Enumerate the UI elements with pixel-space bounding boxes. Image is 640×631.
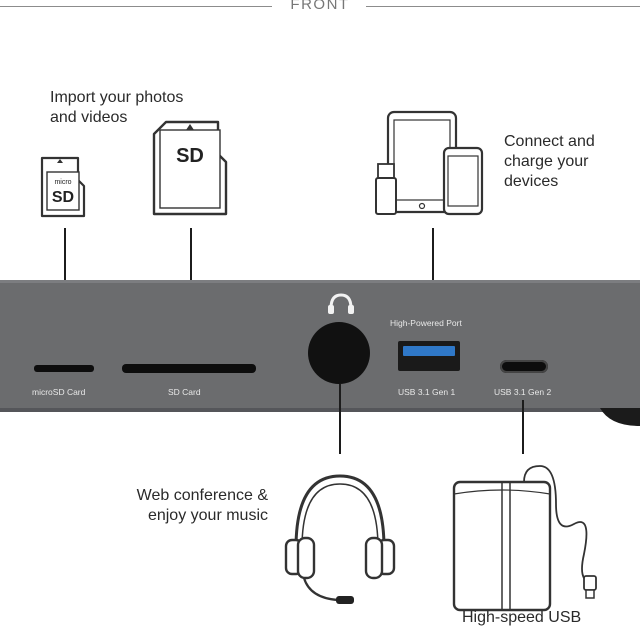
microsd-card-icon: micro SD xyxy=(40,156,86,218)
devices-icon xyxy=(375,110,484,216)
microsd-top-text: micro xyxy=(54,179,71,186)
connector-usb-a xyxy=(432,228,434,306)
caption-import-line1: Import your photos xyxy=(50,89,184,106)
usb-a-port[interactable] xyxy=(398,341,460,371)
connector-audio xyxy=(339,384,341,454)
header-rule-left xyxy=(0,6,272,7)
caption-connect-line2: charge your xyxy=(504,153,589,170)
caption-connect-line1: Connect and xyxy=(504,133,595,150)
sd-main-text: SD xyxy=(176,145,204,167)
caption-web-line2: enjoy your music xyxy=(147,507,268,524)
headphones-icon xyxy=(284,474,396,604)
usb-c-port[interactable] xyxy=(500,360,548,373)
header-rule-right xyxy=(366,6,640,7)
caption-import: Import your photos and videos xyxy=(50,88,183,128)
section-title: FRONT xyxy=(290,0,350,13)
sd-slot[interactable] xyxy=(122,364,256,373)
audio-jack[interactable] xyxy=(308,322,370,384)
caption-import-line2: and videos xyxy=(50,109,128,126)
caption-connect-line3: devices xyxy=(504,173,559,190)
microsd-port-label: microSD Card xyxy=(32,387,86,397)
sd-card-icon: SD xyxy=(152,120,228,216)
caption-web: Web conference & enjoy your music xyxy=(120,486,268,526)
external-drive-icon xyxy=(452,465,597,612)
microsd-main-text: SD xyxy=(52,189,74,206)
sd-port-label: SD Card xyxy=(168,387,201,397)
high-powered-port-label: High-Powered Port xyxy=(390,318,462,328)
microsd-slot[interactable] xyxy=(34,365,94,372)
caption-highspeed: High-speed USB xyxy=(462,609,582,626)
caption-connect: Connect and charge your devices xyxy=(504,132,595,192)
usb-gen2-port-label: USB 3.1 Gen 2 xyxy=(494,387,552,397)
usb-a-tongue xyxy=(403,346,455,356)
caption-web-line1: Web conference & xyxy=(136,487,268,504)
connector-usb-c xyxy=(522,400,524,454)
usb-gen1-port-label: USB 3.1 Gen 1 xyxy=(398,387,456,397)
headset-icon xyxy=(328,293,354,314)
